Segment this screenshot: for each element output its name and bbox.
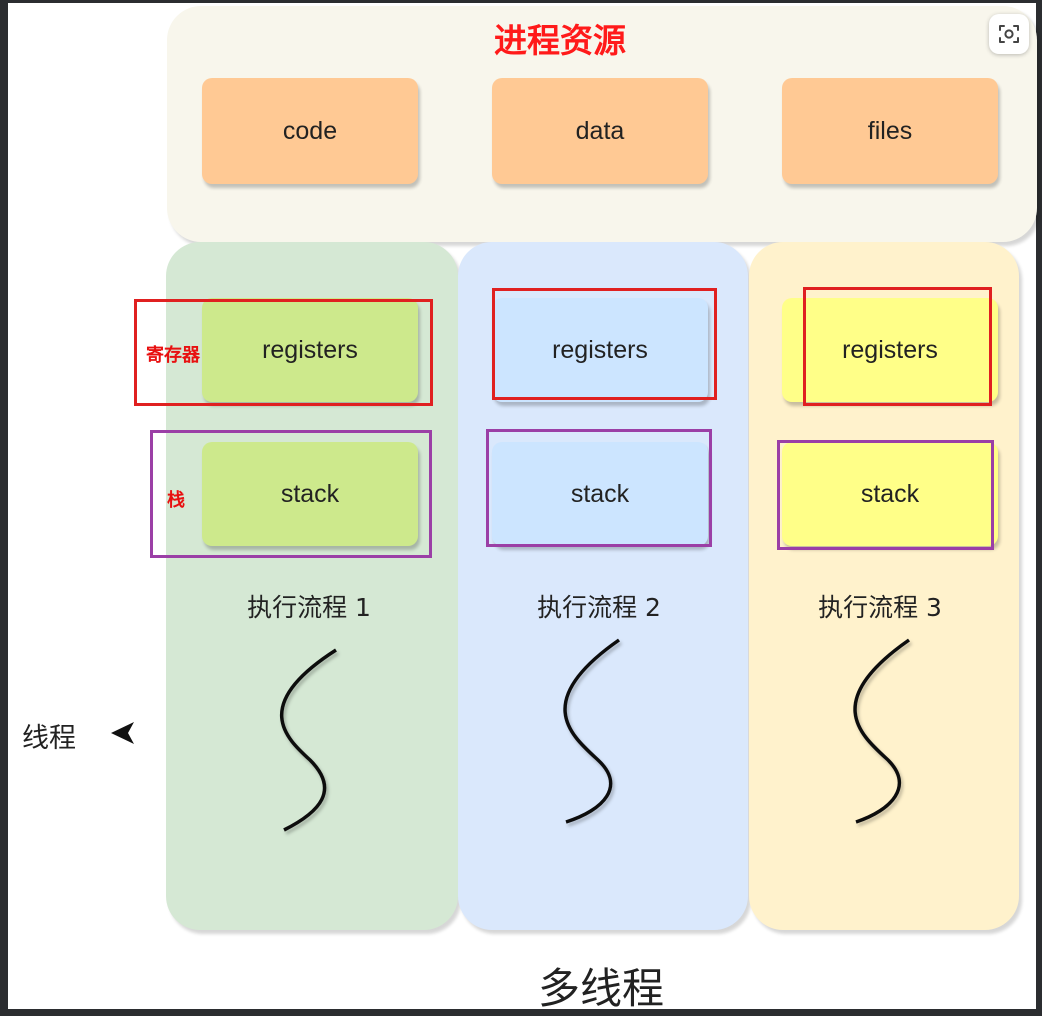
thread-label: 线程 bbox=[22, 723, 76, 754]
stack-highlight-thread-1 bbox=[150, 430, 432, 558]
stack-highlight-thread-2 bbox=[486, 429, 712, 547]
flow-label-thread-3: 执行流程 3 bbox=[818, 593, 942, 622]
focus-view-button[interactable] bbox=[989, 14, 1029, 54]
stack-annotation: 栈 bbox=[167, 490, 185, 511]
process-resources-title: 进程资源 bbox=[494, 21, 626, 60]
stack-box-thread-3: stack bbox=[782, 442, 998, 546]
stack-box-thread-2: stack bbox=[492, 442, 708, 546]
focus-view-icon bbox=[999, 25, 1019, 43]
resource-box-code: code bbox=[202, 78, 418, 184]
registers-highlight-thread-3 bbox=[803, 287, 992, 406]
diagram-caption: 多线程 bbox=[537, 964, 664, 1013]
registers-highlight-thread-1 bbox=[134, 299, 433, 406]
registers-annotation: 寄存器 bbox=[146, 345, 200, 366]
resource-box-data: data bbox=[492, 78, 708, 184]
resource-box-files: files bbox=[782, 78, 998, 184]
registers-box-thread-3: registers bbox=[782, 298, 998, 402]
stack-highlight-thread-3 bbox=[777, 440, 994, 550]
registers-box-thread-2: registers bbox=[492, 298, 708, 402]
stack-box-thread-1: stack bbox=[202, 442, 418, 546]
registers-highlight-thread-2 bbox=[492, 288, 717, 400]
registers-box-thread-1: registers bbox=[202, 298, 418, 402]
flow-label-thread-1: 执行流程 1 bbox=[247, 593, 371, 622]
flow-label-thread-2: 执行流程 2 bbox=[537, 593, 661, 622]
